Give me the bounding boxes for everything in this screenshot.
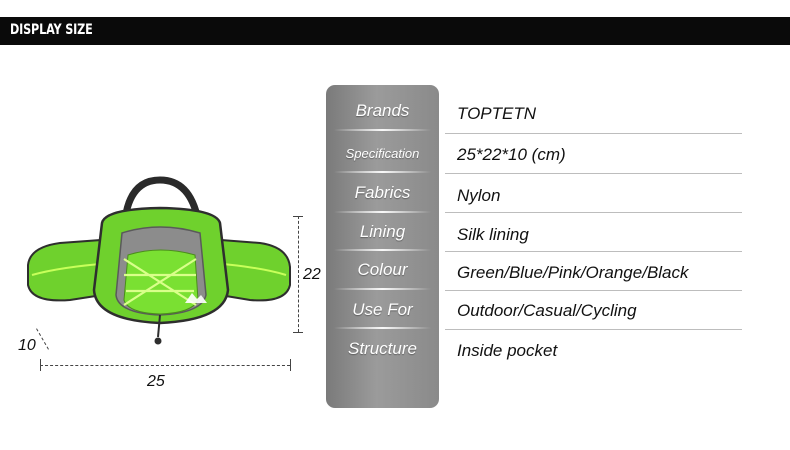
- spec-value-divider: [445, 173, 742, 174]
- height-dimension-line: [298, 216, 299, 332]
- spec-label-divider: [334, 249, 431, 251]
- width-dimension-line: [40, 365, 290, 366]
- spec-label-structure: Structure: [348, 339, 417, 358]
- spec-value-divider: [445, 329, 742, 330]
- spec-value-fabrics: Nylon: [457, 186, 501, 205]
- spec-value-brands: TOPTETN: [457, 104, 537, 123]
- width-dimension-label: 25: [147, 373, 165, 390]
- spec-label-fabrics: Fabrics: [354, 183, 411, 202]
- waist-bag-image: [27, 176, 291, 345]
- spec-label-specification: Specification: [345, 145, 420, 161]
- spec-value-divider: [445, 212, 742, 213]
- spec-value-structure: Inside pocket: [457, 341, 558, 360]
- spec-value-divider: [445, 133, 742, 134]
- depth-dimension-label: 10: [18, 337, 36, 354]
- spec-label-divider: [334, 129, 431, 131]
- spec-label-column: Brands Specification Fabrics Lining Colo…: [326, 85, 439, 408]
- spec-value-lining: Silk lining: [457, 225, 529, 244]
- spec-value-use-for: Outdoor/Casual/Cycling: [457, 301, 637, 320]
- spec-label-divider: [334, 288, 431, 290]
- spec-label-divider: [334, 211, 431, 213]
- spec-label-divider: [334, 327, 431, 329]
- spec-label-lining: Lining: [359, 222, 406, 241]
- width-dimension-cap-right: [290, 359, 291, 371]
- spec-label-colour: Colour: [357, 260, 408, 279]
- height-dimension-label: 22: [303, 266, 321, 283]
- header-bar: DISPLAY SIZE: [0, 17, 790, 45]
- spec-label-use-for: Use For: [352, 300, 413, 319]
- spec-label-brands: Brands: [355, 101, 410, 120]
- spec-label-divider: [334, 171, 431, 173]
- height-dimension-cap-bottom: [293, 332, 303, 333]
- spec-value-colour: Green/Blue/Pink/Orange/Black: [457, 263, 689, 282]
- height-dimension-cap-top: [293, 216, 303, 217]
- spec-value-divider: [445, 251, 742, 252]
- spec-value-specification: 25*22*10 (cm): [457, 145, 566, 164]
- spec-value-divider: [445, 290, 742, 291]
- width-dimension-cap-left: [40, 359, 41, 371]
- page-title: DISPLAY SIZE: [10, 22, 93, 38]
